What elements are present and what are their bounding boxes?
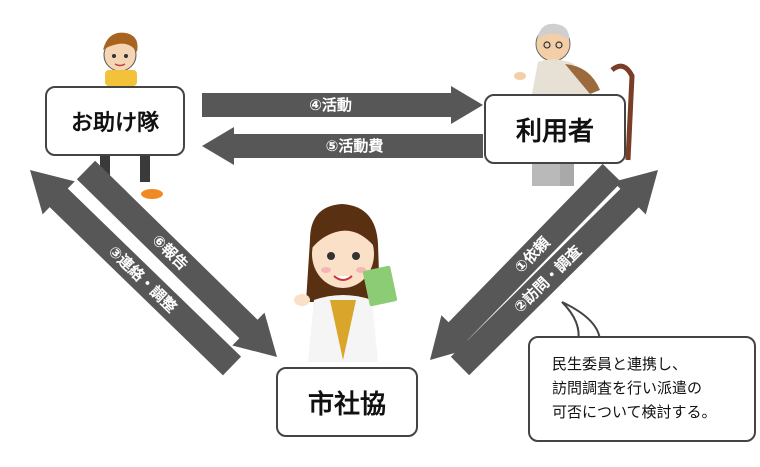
arrow-activity: ④活動 <box>202 86 483 124</box>
note-callout: 民生委員と連携し、 訪問調査を行い派遣の 可否について検討する。 <box>528 336 756 442</box>
arrow-report: ⑥報告 <box>76 160 277 357</box>
node-user-label: 利用者 <box>515 116 594 147</box>
arrow-activity-shape <box>202 86 483 124</box>
arrow-contact-adjust: ③連絡・調整 <box>30 170 242 376</box>
note-line-1: 民生委員と連携し、 <box>552 355 688 373</box>
arrow-activity-fee-label: ⑤活動費 <box>326 137 384 155</box>
node-user: 利用者 <box>484 94 626 164</box>
node-city-social-welfare-council: 市社協 <box>276 367 418 437</box>
node-shakyo-label: 市社協 <box>307 389 386 420</box>
note-line-3: 可否について検討する。 <box>552 403 717 421</box>
arrow-visit-survey-shape <box>450 169 659 376</box>
arrow-report-shape <box>76 160 277 357</box>
node-otasuke-helper-group: お助け隊 <box>45 86 185 156</box>
arrow-activity-fee-shape <box>202 127 483 165</box>
node-otasuke-label: お助け隊 <box>70 111 159 136</box>
arrow-activity-label: ④活動 <box>309 96 352 114</box>
staff-woman-illustration <box>294 204 398 362</box>
arrow-request-shape <box>430 163 622 360</box>
note-line-2: 訪問調査を行い派遣の <box>552 379 703 397</box>
arrow-contact-adjust-shape <box>30 170 242 376</box>
arrow-activity-fee: ⑤活動費 <box>202 127 483 165</box>
elderly-person-illustration <box>514 23 635 186</box>
